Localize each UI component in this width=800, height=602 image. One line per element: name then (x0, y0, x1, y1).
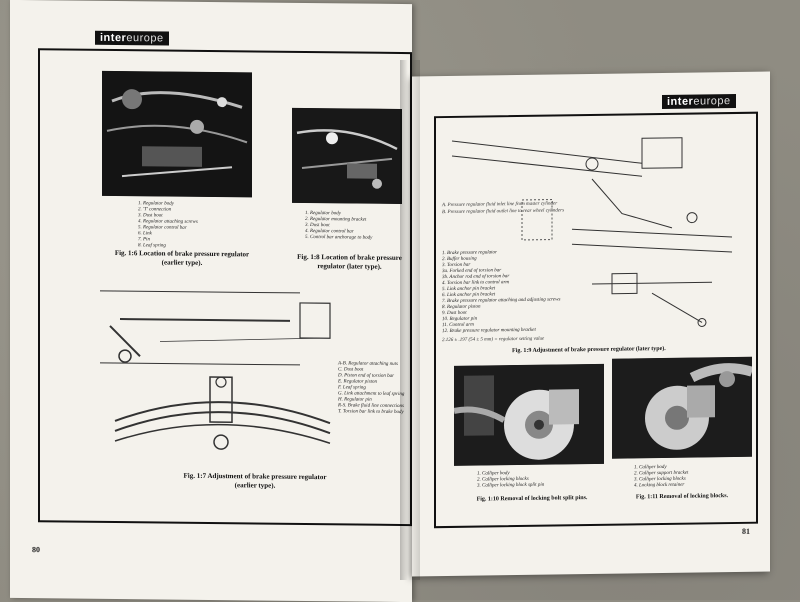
caption-line: (earlier type). (161, 258, 203, 267)
fig-1-11-legend: 1. Calliper body 2. Calliper support bra… (634, 465, 688, 490)
brake-disc-photo-icon (454, 363, 604, 466)
right-page: intereurope A. Pressure regulator fluid … (412, 71, 770, 577)
fig-1-6-photo (102, 70, 252, 198)
publisher-logo: intereurope (662, 93, 736, 110)
underbody-photo-icon (292, 107, 402, 205)
fig-1-10-legend: 1. Calliper body 2. Calliper locking blo… (477, 471, 544, 490)
fig-1-8-caption: Fig. 1:8 Location of brake pressure regu… (292, 253, 407, 272)
leaf-spring-diagram-icon (100, 290, 331, 450)
legend-item: 3. Calliper locking block split pin (477, 482, 545, 489)
regulator-detail-icon (592, 272, 712, 327)
torsion-bar-diagram-icon (451, 137, 733, 253)
logo-text-light: europe (126, 32, 164, 45)
fig-1-7-caption: Fig. 1:7 Adjustment of brake pressure re… (160, 471, 350, 491)
fig-1-11-photo (612, 356, 752, 459)
fig-1-9-detail-drawing (592, 262, 732, 334)
publisher-logo: intereurope (95, 30, 169, 46)
legend-item: T. Torsion bar link to brake body (338, 409, 404, 416)
fig-1-9-drawing (442, 117, 742, 271)
fig-1-6-caption: Fig. 1:6 Location of brake pressure regu… (102, 249, 262, 269)
engine-bay-photo-icon (102, 70, 252, 198)
logo-text-light: europe (693, 95, 731, 108)
fig-1-10-photo (454, 363, 604, 466)
page-number-left: 80 (32, 545, 40, 555)
left-page: intereurope 1. Regulator body 2. 'T' con… (10, 0, 412, 602)
book-gutter (400, 60, 420, 580)
fig-1-8-legend: 1. Regulator body 2. Regulator mounting … (305, 211, 372, 242)
fig-1-6-legend: 1. Regulator body 2. 'T' connection 3. D… (138, 201, 198, 250)
fig-1-7-drawing (100, 281, 340, 464)
logo-text-bold: inter (667, 95, 694, 108)
fig-1-9-legend: 1. Brake pressure regulator 2. Buffer ho… (442, 249, 560, 335)
page-number-right: 81 (742, 526, 750, 536)
caliper-photo-icon (612, 356, 752, 459)
legend-item: 4. Locking block retainer (634, 482, 685, 489)
caption-line: regulator (later type). (317, 262, 382, 271)
fig-1-7-legend: A-B. Regulator attaching nuts C. Dust bo… (338, 361, 404, 416)
fig-1-8-photo (292, 107, 402, 205)
legend-item: 5. Control bar anchorage to body (305, 234, 373, 241)
logo-text-bold: inter (100, 31, 127, 45)
